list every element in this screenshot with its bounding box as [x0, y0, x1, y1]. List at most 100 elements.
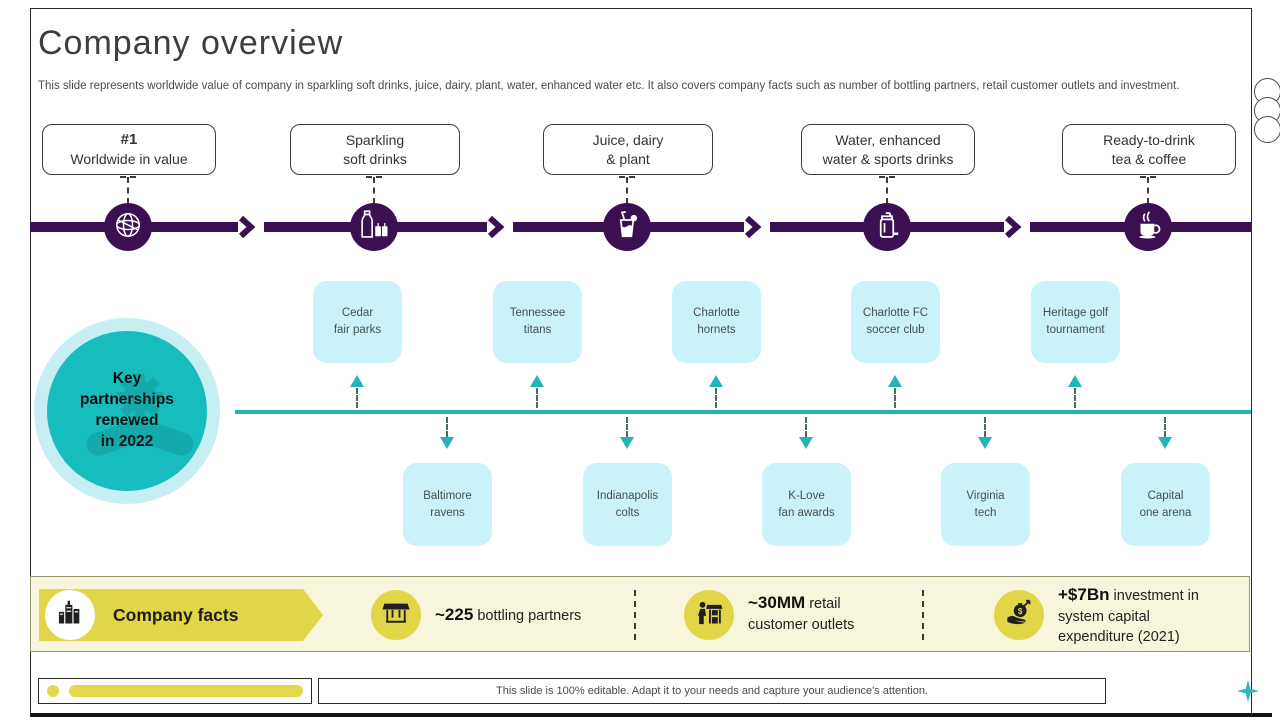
partner-line: Cedar: [341, 307, 374, 320]
badge-line: in 2022: [101, 432, 154, 453]
retail-outlet-icon: [695, 599, 723, 632]
sparkle-icon: [1236, 679, 1260, 708]
arrow-stem: [1074, 388, 1076, 408]
partner-box-virginia-tech: Virginia tech: [941, 463, 1030, 546]
arrow-up-icon: [1068, 375, 1082, 387]
fact-value: ~30MM: [748, 593, 806, 612]
arrow-down-icon: [620, 437, 634, 449]
chevron-right-icon: [487, 215, 513, 243]
partner-line: titans: [523, 324, 552, 336]
fact-value: ~225: [435, 605, 474, 624]
category-box-worldwide: #1 Worldwide in value: [42, 124, 216, 175]
fact-label: bottling partners: [473, 608, 582, 624]
partner-line: colts: [615, 506, 640, 519]
handshake-gear-icon: [86, 373, 194, 456]
arrow-stem: [715, 388, 717, 408]
fact-investment: +$7Bn investment in system capital expen…: [1058, 583, 1220, 647]
partner-line: Charlotte: [693, 307, 740, 320]
partner-box-klove: K-Love fan awards: [762, 463, 851, 546]
partner-line: K-Love: [788, 489, 825, 502]
fact-retail-outlets: ~30MM retail customer outlets: [748, 591, 870, 635]
connector: [1147, 177, 1149, 204]
chevron-right-icon: [238, 215, 264, 243]
partner-line: Tennessee: [509, 307, 566, 320]
arrow-stem: [356, 388, 358, 408]
storefront-icon: [382, 599, 410, 632]
category-line2: soft drinks: [343, 150, 407, 167]
partner-box-capital-one: Capital one arena: [1121, 463, 1210, 546]
partner-box-charlotte-fc: Charlotte FC soccer club: [851, 281, 940, 363]
timeline-node-water: [863, 203, 911, 251]
partner-line: Indianapolis: [596, 489, 659, 502]
footer-progress-box: [38, 678, 312, 704]
category-line1: Juice, dairy: [592, 132, 664, 149]
arrow-up-icon: [709, 375, 723, 387]
fact-icon-bubble: [371, 590, 421, 640]
svg-text:$: $: [1018, 606, 1023, 615]
juice-glass-icon: [612, 210, 642, 245]
arrow-stem: [894, 388, 896, 408]
timeline-node-sparkling: [350, 203, 398, 251]
partner-line: tournament: [1046, 324, 1105, 336]
slide-bottom-rule: [30, 713, 1272, 717]
company-facts-bar: Company facts ~225 bottling partners: [30, 576, 1250, 652]
connector: [886, 177, 888, 204]
arrow-stem: [446, 417, 448, 437]
investment-hand-icon: $: [1005, 599, 1033, 632]
connector: [127, 177, 129, 204]
coffee-cup-icon: [1133, 210, 1163, 245]
category-box-tea-coffee: Ready-to-drink tea & coffee: [1062, 124, 1236, 175]
arrow-down-icon: [978, 437, 992, 449]
arrow-stem: [536, 388, 538, 408]
fact-value: +$7Bn: [1058, 585, 1110, 604]
timeline-node-juice: [603, 203, 651, 251]
connector: [626, 177, 628, 204]
dashed-divider: [634, 590, 636, 640]
partnership-line: [235, 410, 1251, 414]
partner-line: Capital: [1147, 489, 1184, 502]
fact-label: retail customer outlets: [748, 596, 855, 633]
footer-note-box: This slide is 100% editable. Adapt it to…: [318, 678, 1106, 704]
arrow-up-icon: [530, 375, 544, 387]
category-line2: & plant: [606, 150, 650, 167]
category-box-juice: Juice, dairy & plant: [543, 124, 713, 175]
timeline-node-worldwide: [104, 203, 152, 251]
partner-line: hornets: [697, 324, 736, 336]
sports-shaker-icon: [872, 210, 902, 245]
partner-line: soccer club: [866, 324, 925, 336]
partner-line: ravens: [430, 506, 465, 519]
category-line2: water & sports drinks: [822, 150, 954, 167]
editable-note: This slide is 100% editable. Adapt it to…: [496, 685, 928, 697]
partner-line: tech: [974, 506, 997, 519]
progress-bar: [69, 685, 303, 697]
badge-line: Key: [113, 369, 141, 390]
partner-box-cedar: Cedar fair parks: [313, 281, 402, 363]
category-line2: Worldwide in value: [70, 151, 188, 168]
globe-icon: [113, 210, 143, 245]
partner-box-heritage: Heritage golf tournament: [1031, 281, 1120, 363]
partner-line: Heritage golf: [1042, 307, 1109, 320]
arrow-up-icon: [888, 375, 902, 387]
progress-dot: [47, 685, 59, 697]
key-partnerships-badge: Key partnerships renewed in 2022: [34, 318, 220, 504]
company-facts-label: Company facts: [113, 605, 239, 625]
ring-icon: [1254, 116, 1280, 143]
page-subtitle: This slide represents worldwide value of…: [38, 80, 1180, 92]
arrow-down-icon: [440, 437, 454, 449]
dashed-divider: [922, 590, 924, 640]
arrow-up-icon: [350, 375, 364, 387]
category-box-water: Water, enhanced water & sports drinks: [801, 124, 975, 175]
category-box-sparkling: Sparkling soft drinks: [290, 124, 460, 175]
badge-line: partnerships: [80, 390, 174, 411]
chevron-right-icon: [744, 215, 770, 243]
arrow-stem: [626, 417, 628, 437]
partner-line: Virginia: [966, 489, 1005, 502]
partner-box-titans: Tennessee titans: [493, 281, 582, 363]
fact-icon-bubble: $: [994, 590, 1044, 640]
partner-box-ravens: Baltimore ravens: [403, 463, 492, 546]
arrow-down-icon: [799, 437, 813, 449]
arrow-stem: [984, 417, 986, 437]
fact-icon-bubble: [684, 590, 734, 640]
partner-line: Charlotte FC: [862, 307, 929, 320]
category-line1: Ready-to-drink: [1103, 132, 1195, 149]
